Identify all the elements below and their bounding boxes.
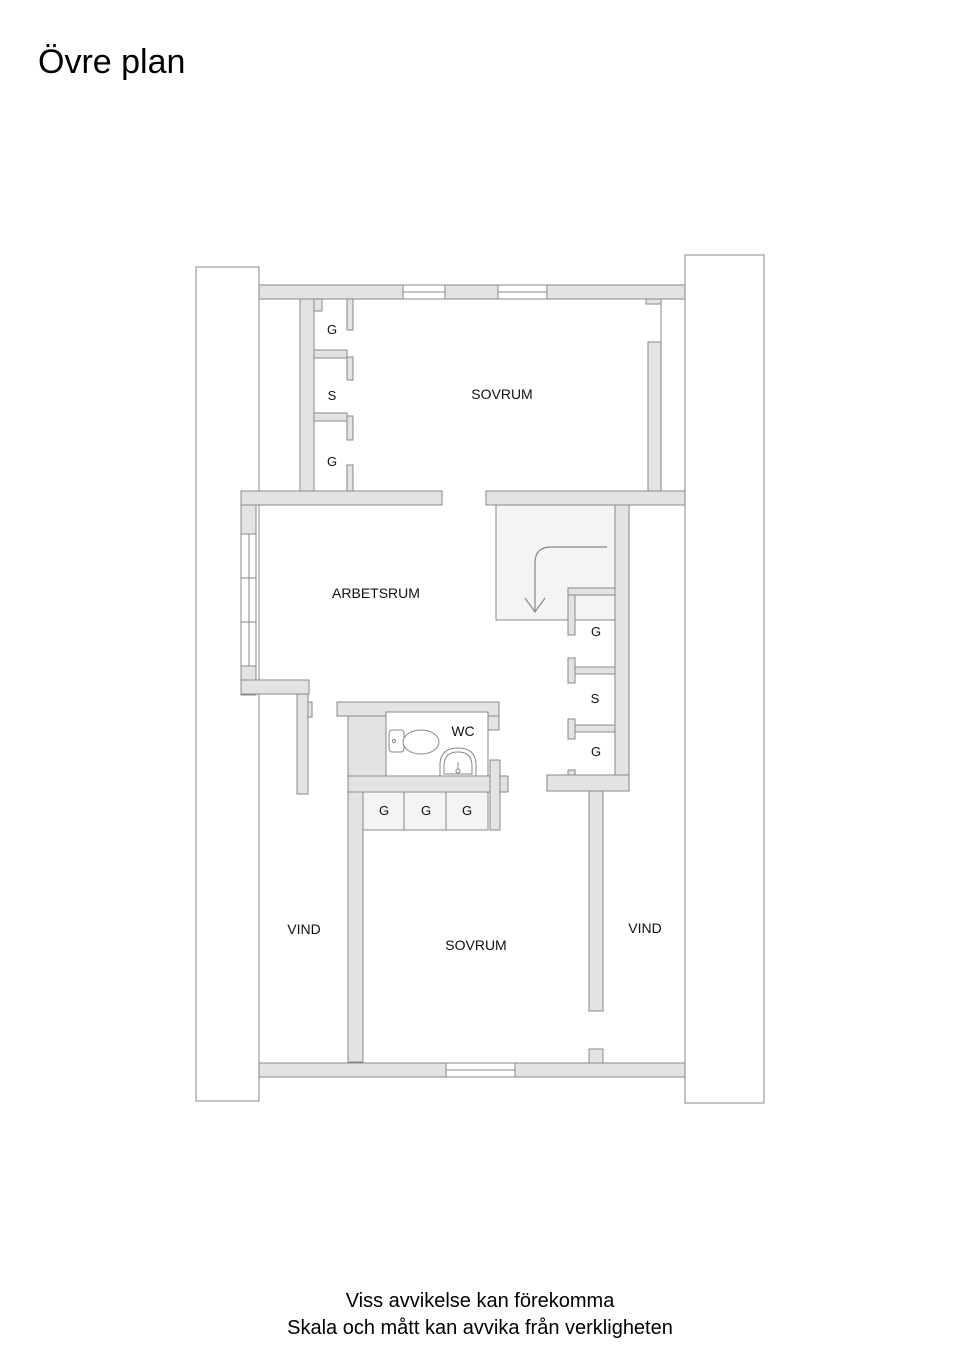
wall-mid-right <box>485 490 686 506</box>
staircase-arrow-icon <box>524 546 607 614</box>
closet-label-s-top: S <box>327 388 337 403</box>
room-label-wc: WC <box>451 723 475 739</box>
wall-top <box>258 284 686 300</box>
closet-label-g-row-2: G <box>420 803 432 818</box>
closet-label-g-right-2: G <box>590 744 602 759</box>
disclaimer-line-2: Skala och mått kan avvika från verklighe… <box>287 1317 673 1339</box>
toilet-icon <box>388 729 440 755</box>
room-label-sovrum-bottom: SOVRUM <box>445 937 507 953</box>
room-label-arbetsrum: ARBETSRUM <box>332 585 420 601</box>
staircase <box>495 504 616 621</box>
room-label-vind-right: VIND <box>628 920 662 936</box>
closet-label-g-row-3: G <box>461 803 473 818</box>
closet-label-g-row-1: G <box>378 803 390 818</box>
closet-label-g-top-2: G <box>326 454 338 469</box>
page-title: Övre plan <box>38 43 186 81</box>
sink-icon <box>439 747 477 777</box>
room-label-vind-left: VIND <box>287 921 321 937</box>
room-label-sovrum-top: SOVRUM <box>471 386 533 402</box>
closet-label-g-right-1: G <box>590 624 602 639</box>
roof-slab-right <box>684 254 765 1104</box>
closet-label-s-right: S <box>590 691 600 706</box>
disclaimer-line-1: Viss avvikelse kan förekomma <box>345 1290 615 1312</box>
wall-mid-left <box>240 490 443 506</box>
closet-label-g-top-1: G <box>326 322 338 337</box>
